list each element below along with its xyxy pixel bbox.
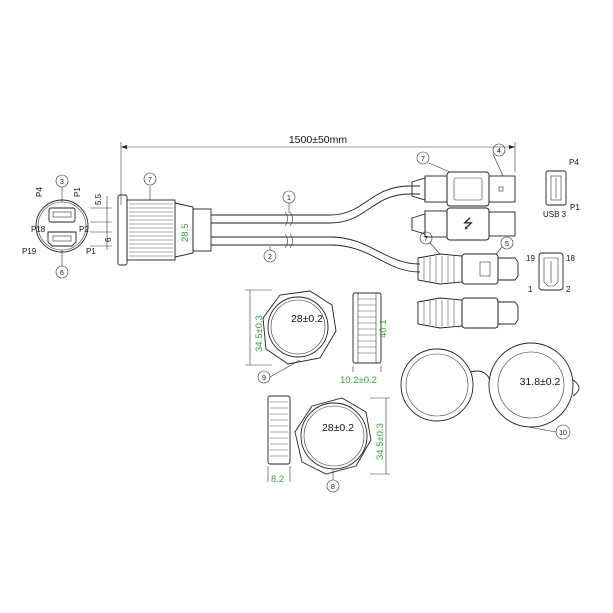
panel-pin-p19: P19 [22, 247, 37, 256]
panel-housing: 28.5 7 [117, 172, 212, 266]
hdmi-plug-top [417, 253, 519, 285]
callout-3: 3 [60, 179, 64, 186]
panel-pin-p18: P18 [31, 225, 46, 234]
panel-pin-p2: P2 [79, 225, 89, 234]
overall-length-label: 1500±50mm [289, 134, 348, 146]
callout-1: 1 [287, 195, 291, 202]
housing-dim: 28.5 [180, 224, 191, 243]
hdmi-socket-view: 19 18 1 2 [526, 252, 575, 294]
callout-7b: 7 [421, 156, 425, 163]
usb3-socket-view: P4 P1 USB 3 [543, 158, 580, 219]
nut1-outer-dim: 34.5±0.3 [254, 315, 265, 352]
callout-7c: 7 [424, 236, 428, 243]
cables: 1 2 [211, 185, 421, 273]
hdmi-pin-19: 19 [526, 254, 535, 263]
nut1-thickness-dim: 10.2±0.2 [340, 375, 377, 386]
hdmi-pin-1: 1 [528, 285, 533, 294]
usb-icon: ⭍ [463, 217, 474, 232]
length-dimension: 1500±50mm [120, 134, 516, 205]
nut2-inner-dim: 28±0.2 [322, 422, 354, 434]
callout-9: 9 [262, 375, 266, 382]
cap-dia-dim: 31.8±0.2 [520, 376, 561, 388]
nut-front-view-1: 28±0.2 34.5±0.3 9 [245, 289, 337, 384]
panel-pin-p1: P1 [73, 187, 82, 197]
nut2-outer-dim: 34.5±0.3 [375, 423, 386, 460]
callout-5: 5 [505, 241, 509, 248]
usb-plug-top [411, 171, 516, 207]
callout-10: 10 [559, 430, 567, 437]
nut-front-view-2: 28±0.2 34.5±0.3 8 [294, 397, 390, 493]
nut1-height-dim: 40.1 [378, 320, 389, 339]
nut2-thickness-dim: 8.2 [271, 474, 284, 485]
nut1-inner-dim: 28±0.2 [291, 313, 323, 325]
dust-cap: 31.8±0.2 10 [400, 342, 580, 440]
panel-front-view: P4 P1 P18 P2 P19 P1 5.5 6 3 6 [22, 174, 113, 279]
usb3-label: USB 3 [543, 210, 567, 219]
nut-side-view-1: 40.1 10.2±0.2 [340, 292, 389, 386]
panel-pin-p4: P4 [35, 187, 44, 197]
usb-pin-p4: P4 [569, 158, 579, 167]
hdmi-pin-18: 18 [566, 254, 575, 263]
callout-7a: 7 [148, 177, 152, 184]
usb-plug-bottom: ⭍ [411, 207, 516, 241]
callout-8: 8 [331, 484, 335, 491]
panel-dim-b: 6 [104, 237, 113, 242]
hdmi-plug-bottom [417, 297, 519, 329]
usb-pin-p1: P1 [570, 203, 580, 212]
hdmi-pin-2: 2 [566, 285, 571, 294]
panel-pin-p1b: P1 [86, 247, 96, 256]
nut-side-view-2: 8.2 [267, 395, 291, 485]
callout-4: 4 [497, 148, 501, 155]
callout-2: 2 [268, 254, 272, 261]
callout-6: 6 [60, 270, 64, 277]
panel-dim-a: 5.5 [94, 193, 103, 205]
